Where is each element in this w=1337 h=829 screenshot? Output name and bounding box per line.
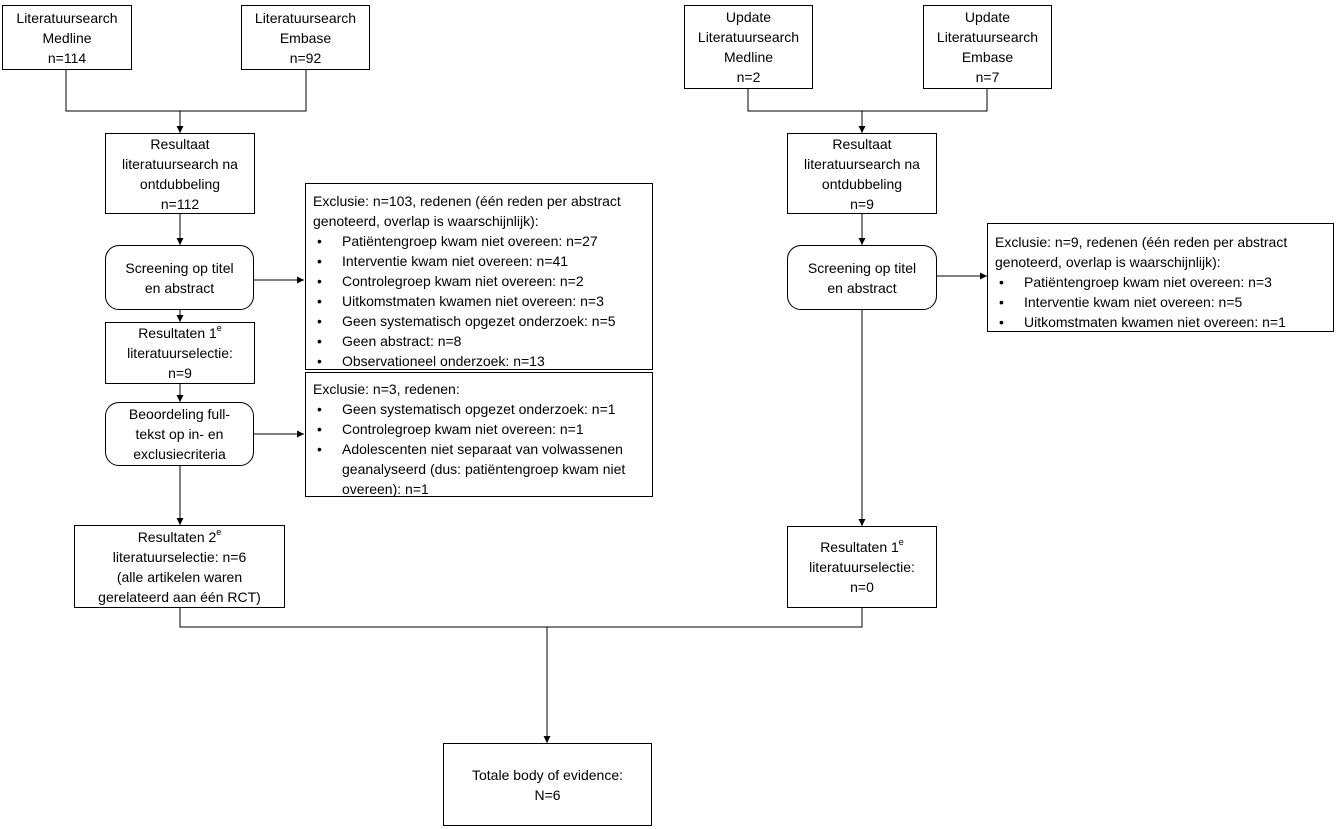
line: ontdubbeling [821, 175, 903, 192]
left-selection2-box: Resultaten 2e literatuurselectie: n=6 (a… [74, 525, 285, 608]
merge-left-searches [65, 70, 307, 112]
list-item: Geen systematisch opgezet onderzoek: n=5 [313, 311, 652, 331]
exclusion-header: genoteerd, overlap is waarschijnlijk): [995, 254, 1221, 270]
left-fulltext-box: Beoordeling full- tekst op in- en exclus… [105, 402, 254, 466]
list-item: Uitkomstmaten kwamen niet overeen: n=1 [995, 312, 1333, 332]
line: Medline [42, 29, 92, 46]
line: Resultaat [150, 135, 210, 152]
right-dedup-box: Resultaat literatuursearch na ontdubbeli… [787, 133, 937, 214]
line: Resultaat [832, 135, 892, 152]
superscript: e [216, 323, 222, 334]
line: literatuurselectie: [127, 345, 233, 361]
right-embase-search-box: Update Literatuursearch Embase n=7 [923, 5, 1052, 89]
line: Literatuursearch [254, 9, 357, 26]
line: n=92 [289, 49, 322, 66]
line: ontdubbeling [139, 175, 221, 192]
line: literatuurselectie: n=6 [112, 548, 247, 565]
line-prefix: Resultaten 1 [138, 325, 217, 341]
right-selection1-box: Resultaten 1e literatuurselectie: n=0 [787, 526, 937, 608]
line: (alle artikelen waren [116, 568, 243, 585]
superscript: e [898, 537, 904, 548]
line: gerelateerd aan één RCT) [98, 588, 261, 605]
line: Literatuursearch [936, 29, 1039, 45]
line: Totale body of evidence: [472, 766, 623, 783]
line: n=9 [850, 195, 874, 212]
list-item: Interventie kwam niet overeen: n=5 [995, 292, 1333, 312]
exclusion-list: Patiëntengroep kwam niet overeen: n=3 In… [995, 272, 1333, 332]
line: Resultaten 1e [138, 323, 222, 343]
exclusion-list: Geen systematisch opgezet onderzoek: n=1… [313, 399, 652, 499]
exclusion-header: genoteerd, overlap is waarschijnlijk): [313, 213, 539, 229]
line-prefix: Resultaten 2 [137, 528, 217, 545]
merge-to-total [179, 608, 863, 628]
left-screening-box: Screening op titel en abstract [105, 245, 254, 310]
line: literatuurselectie: [809, 559, 915, 575]
line: n=2 [736, 69, 761, 85]
line: Medline [723, 49, 774, 65]
exclusion-header: Exclusie: n=3, redenen: [313, 381, 460, 397]
line: en abstract [144, 279, 215, 296]
line: literatuursearch na [122, 155, 238, 172]
list-item: Observationeel onderzoek: n=13 [313, 351, 652, 371]
left-selection1-box: Resultaten 1e literatuurselectie: n=9 [105, 322, 255, 384]
line: literatuursearch na [804, 155, 920, 172]
list-item: Interventie kwam niet overeen: n=41 [313, 251, 652, 271]
left-embase-search-box: Literatuursearch Embase n=92 [241, 5, 370, 70]
left-dedup-box: Resultaat literatuursearch na ontdubbeli… [105, 133, 255, 214]
line: en abstract [827, 279, 897, 296]
left-medline-search-box: Literatuursearch Medline n=114 [2, 5, 132, 70]
exclusion-list: Patiëntengroep kwam niet overeen: n=27 I… [313, 231, 652, 371]
right-exclusion-box: Exclusie: n=9, redenen (één reden per ab… [987, 223, 1334, 332]
line: n=112 [160, 195, 200, 212]
line: n=0 [850, 579, 874, 595]
line: Screening op titel [807, 259, 917, 276]
line-prefix: Resultaten 1 [820, 539, 899, 555]
line: n=9 [168, 365, 192, 381]
list-item: Controlegroep kwam niet overeen: n=1 [313, 419, 652, 439]
line: Literatuursearch [16, 9, 118, 26]
list-item: Uitkomstmaten kwamen niet overeen: n=3 [313, 291, 652, 311]
line: Embase [279, 29, 332, 46]
list-item: Patiëntengroep kwam niet overeen: n=3 [995, 272, 1333, 292]
line: Literatuursearch [697, 29, 800, 45]
total-evidence-box: Totale body of evidence: N=6 [443, 743, 652, 826]
exclusion-header: Exclusie: n=103, redenen (één reden per … [313, 193, 621, 209]
list-item: Controlegroep kwam niet overeen: n=2 [313, 271, 652, 291]
exclusion-header: Exclusie: n=9, redenen (één reden per ab… [995, 234, 1288, 250]
right-medline-search-box: Update Literatuursearch Medline n=2 [684, 5, 813, 89]
list-item: Geen systematisch opgezet onderzoek: n=1 [313, 399, 652, 419]
line: Beoordeling full- [128, 406, 231, 422]
line: N=6 [534, 786, 561, 803]
line: Resultaten 2e [138, 527, 222, 547]
line: Update [725, 9, 772, 25]
list-item: Patiëntengroep kwam niet overeen: n=27 [313, 231, 652, 251]
line: n=114 [47, 49, 87, 66]
line: tekst op in- en [135, 426, 224, 442]
left-exclusion2-box: Exclusie: n=3, redenen: Geen systematisc… [305, 372, 653, 497]
line: exclusiecriteria [133, 446, 226, 462]
left-exclusion1-box: Exclusie: n=103, redenen (één reden per … [305, 183, 653, 371]
merge-right-searches [747, 89, 988, 112]
line: Resultaten 1e [820, 537, 904, 557]
line: Embase [961, 49, 1014, 65]
line: Update [964, 9, 1011, 25]
list-item: Geen abstract: n=8 [313, 331, 652, 351]
right-screening-box: Screening op titel en abstract [787, 245, 937, 310]
line: Screening op titel [125, 259, 234, 276]
list-item: Adolescenten niet separaat van volwassen… [313, 439, 647, 499]
line: n=7 [975, 69, 1000, 85]
superscript: e [216, 526, 222, 537]
